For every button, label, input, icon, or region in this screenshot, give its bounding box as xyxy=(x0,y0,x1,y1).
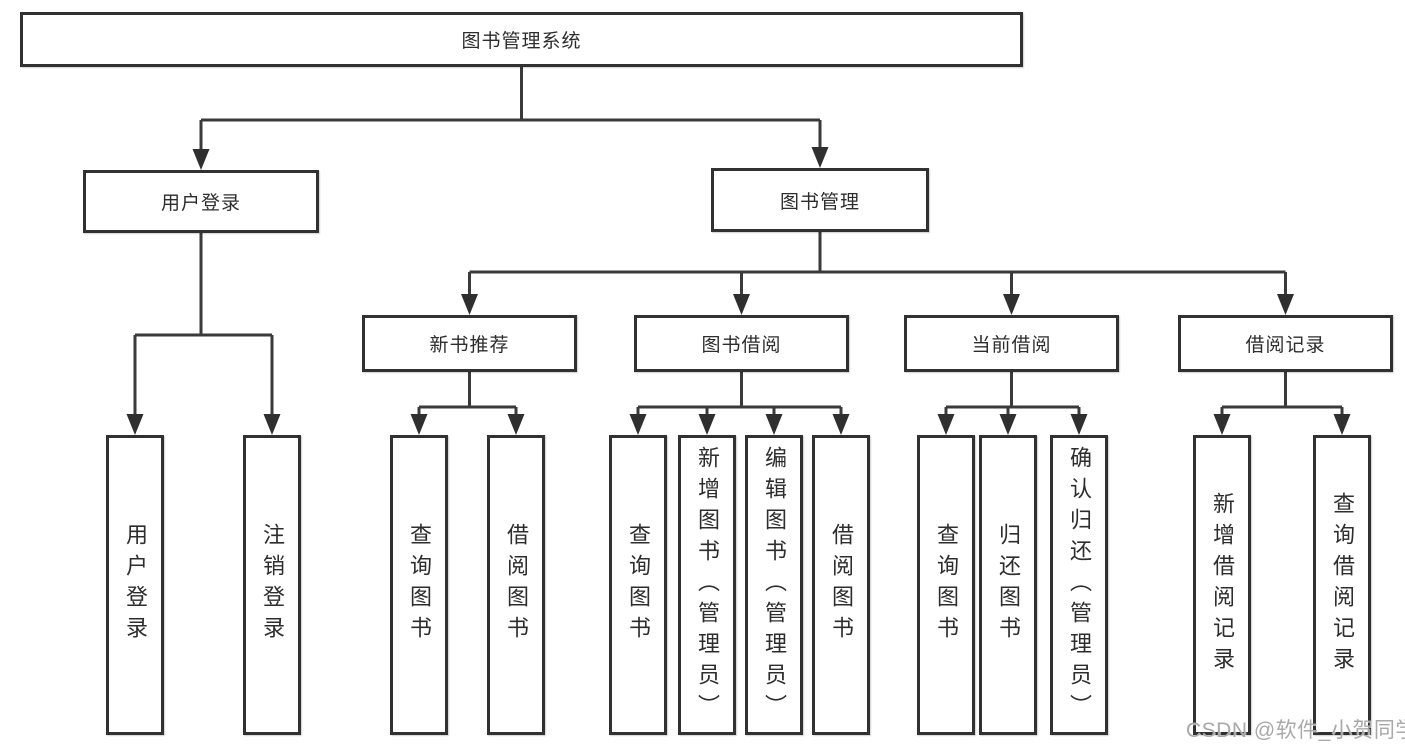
arrowhead xyxy=(765,414,783,435)
node-book-management-label: 图书管理 xyxy=(779,191,860,213)
node-borrow-record: 借阅记录 xyxy=(1178,315,1393,372)
connector-borrow-record-children xyxy=(1220,372,1344,417)
leaf-add-borrow-record: 新增借阅记录 xyxy=(1193,435,1251,735)
arrowhead xyxy=(1003,294,1020,315)
node-user-login-label: 用户登录 xyxy=(160,193,241,214)
arrowhead xyxy=(832,414,850,435)
leaf-logout: 注销登录 xyxy=(243,435,301,735)
arrowhead xyxy=(1070,414,1088,435)
node-user-login: 用户登录 xyxy=(83,170,319,233)
node-current-borrow: 当前借阅 xyxy=(904,315,1119,372)
arrowhead xyxy=(507,414,525,435)
arrowhead xyxy=(192,149,210,170)
arrowhead xyxy=(698,414,716,435)
node-root: 图书管理系统 xyxy=(20,12,1023,67)
leaf-query-book-3: 查询图书 xyxy=(917,435,975,735)
arrowhead xyxy=(263,414,281,435)
leaf-borrow-book-2: 借阅图书 xyxy=(812,435,870,735)
connector-book-borrow-children xyxy=(636,372,843,417)
node-current-borrow-label: 当前借阅 xyxy=(971,335,1052,356)
leaf-logout-label: 注销登录 xyxy=(260,523,285,647)
leaf-user-login-label: 用户登录 xyxy=(123,523,148,647)
leaf-add-book-admin-label: 新增图书（管理员） xyxy=(695,445,720,725)
leaf-return-book-label: 归还图书 xyxy=(996,523,1021,647)
leaf-confirm-return-admin-label: 确认归还（管理员） xyxy=(1067,445,1092,725)
leaf-borrow-book-2-label: 借阅图书 xyxy=(829,523,854,647)
leaf-add-book-admin: 新增图书（管理员） xyxy=(678,435,736,735)
node-book-management: 图书管理 xyxy=(711,168,929,232)
connector-root-to-level2 xyxy=(199,67,822,152)
node-new-book-recommend-label: 新书推荐 xyxy=(429,335,510,356)
node-borrow-record-label: 借阅记录 xyxy=(1245,335,1326,356)
node-book-borrow: 图书借阅 xyxy=(634,315,849,372)
connector-user-login-children xyxy=(133,233,274,417)
leaf-edit-book-admin: 编辑图书（管理员） xyxy=(745,435,803,735)
leaf-borrow-book-1-label: 借阅图书 xyxy=(504,523,529,647)
connector-current-borrow-children xyxy=(944,372,1081,417)
arrowhead xyxy=(1213,414,1231,435)
arrowhead xyxy=(733,294,750,315)
arrowhead xyxy=(461,294,478,315)
leaf-confirm-return-admin: 确认归还（管理员） xyxy=(1050,435,1108,735)
leaf-query-book-1: 查询图书 xyxy=(390,435,448,735)
leaf-query-borrow-record: 查询借阅记录 xyxy=(1313,435,1371,735)
leaf-borrow-book-1: 借阅图书 xyxy=(487,435,545,735)
node-new-book-recommend: 新书推荐 xyxy=(362,315,577,372)
arrowhead xyxy=(410,414,428,435)
connector-book-management-children xyxy=(468,232,1287,297)
arrowhead xyxy=(811,147,829,168)
node-root-label: 图书管理系统 xyxy=(461,31,582,52)
arrowhead xyxy=(937,414,955,435)
leaf-query-book-2-label: 查询图书 xyxy=(626,523,651,647)
connector-new-book-children xyxy=(417,372,518,417)
arrowhead xyxy=(629,414,647,435)
leaf-return-book: 归还图书 xyxy=(979,435,1037,735)
leaf-edit-book-admin-label: 编辑图书（管理员） xyxy=(762,445,787,725)
arrowhead xyxy=(999,414,1017,435)
arrowhead xyxy=(1277,294,1294,315)
watermark: CSDN @软件_小贺同学 xyxy=(1186,719,1405,742)
leaf-query-book-1-label: 查询图书 xyxy=(407,523,432,647)
leaf-query-borrow-record-label: 查询借阅记录 xyxy=(1330,492,1355,678)
arrowhead xyxy=(1333,414,1351,435)
arrowhead xyxy=(126,414,144,435)
leaf-query-book-3-label: 查询图书 xyxy=(934,523,959,647)
leaf-user-login: 用户登录 xyxy=(106,435,164,735)
leaf-query-book-2: 查询图书 xyxy=(609,435,667,735)
node-book-borrow-label: 图书借阅 xyxy=(701,335,782,356)
leaf-add-borrow-record-label: 新增借阅记录 xyxy=(1210,492,1235,678)
